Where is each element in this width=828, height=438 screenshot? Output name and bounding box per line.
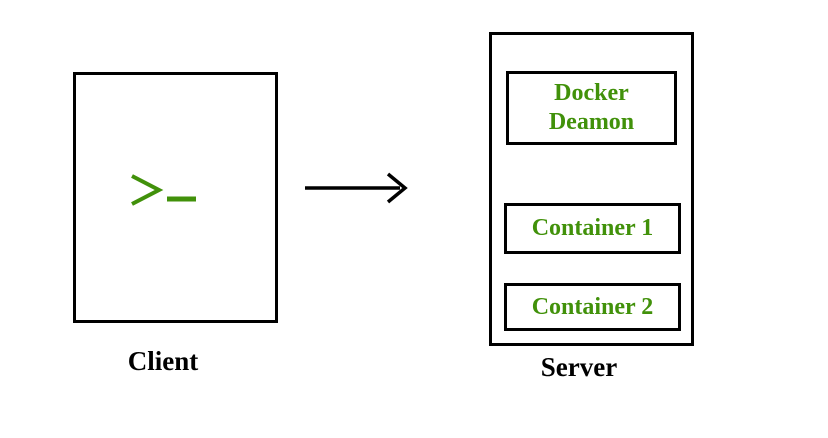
client-to-server-arrow	[305, 172, 408, 204]
client-node-box	[73, 72, 278, 323]
terminal-prompt-icon	[131, 174, 196, 206]
client-label: Client	[127, 346, 199, 376]
container-1-box: Container 1	[504, 203, 681, 254]
container-2-label: Container 2	[531, 293, 654, 320]
docker-daemon-label: Docker Deamon	[548, 80, 635, 135]
container-2-box: Container 2	[504, 283, 681, 331]
container-1-label: Container 1	[531, 215, 654, 242]
docker-daemon-box: Docker Deamon	[506, 71, 677, 145]
server-label: Server	[540, 352, 618, 382]
server-node-box: Docker Deamon Container 1 Container 2	[489, 32, 694, 346]
